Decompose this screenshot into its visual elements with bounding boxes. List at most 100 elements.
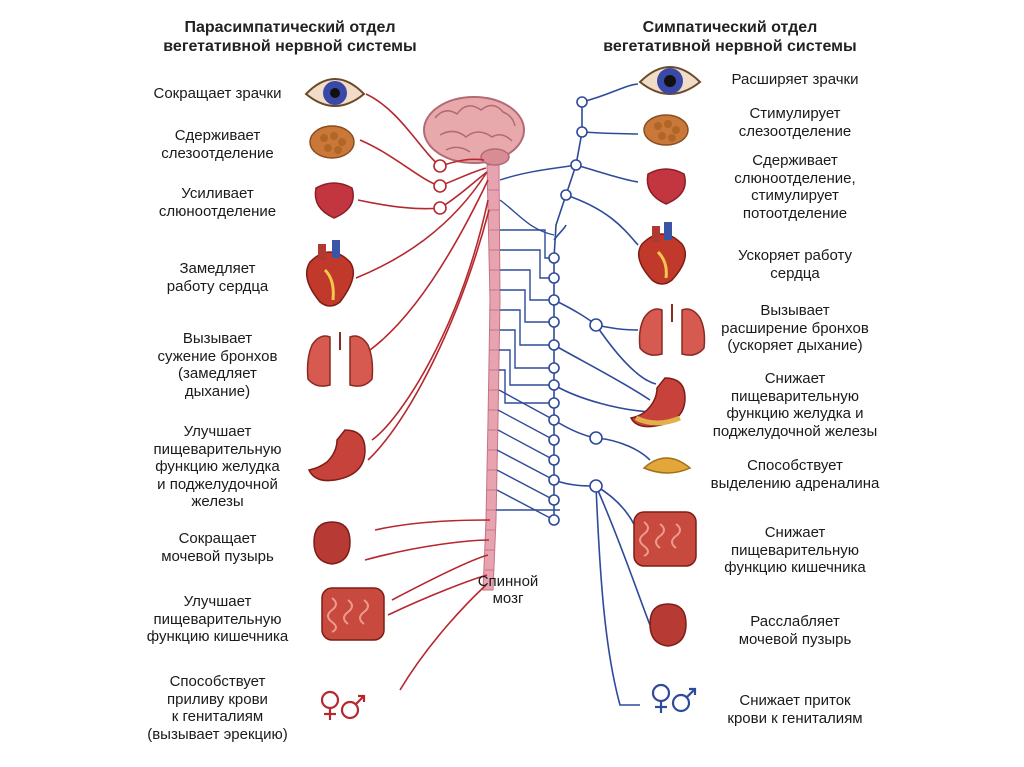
label-line: Спинной xyxy=(477,573,539,590)
spinal-cord xyxy=(482,164,501,591)
right-intestine-icon xyxy=(633,511,697,567)
title-line: Симпатический отдел xyxy=(642,19,818,36)
label-line: Снижает xyxy=(764,370,826,387)
label-line: функцию желудка и xyxy=(726,405,864,422)
left-lacrimal-gland-icon xyxy=(309,125,355,159)
label-line: дыхание) xyxy=(184,382,251,400)
title-line: вегетативной нервной системы xyxy=(163,38,417,55)
left-lungs-icon xyxy=(306,332,374,387)
label-line: Снижает xyxy=(764,524,826,541)
label-line: (ускоряет дыхание) xyxy=(727,337,863,354)
parasympathetic-nerves xyxy=(355,93,491,691)
label-line: Вызывает xyxy=(182,330,253,347)
right-heart-icon xyxy=(637,222,687,285)
label-line: пищеварительную xyxy=(153,610,282,628)
parasympathetic-title: Парасимпатический отдел вегетативной нер… xyxy=(140,18,440,56)
label-line: Способствует xyxy=(169,673,266,690)
left-heart-icon xyxy=(305,240,355,307)
label-line: стимулирует xyxy=(751,187,839,204)
label-line: Расслабляет xyxy=(750,613,840,630)
right-eye-icon xyxy=(638,66,702,95)
label-line: слюноотделение xyxy=(158,202,277,220)
sympathetic-nerves xyxy=(553,83,657,706)
label-line: мочевой пузырь xyxy=(738,630,852,648)
label-line: слюноотделение, xyxy=(734,169,856,187)
label-constricts-pupils: Сокращает зрачки xyxy=(130,85,305,103)
label-line: к гениталиям xyxy=(171,708,264,725)
label-line: Способствует xyxy=(747,457,843,474)
label-line: поджелудочной железы xyxy=(712,422,878,440)
right-adrenal-gland-icon xyxy=(642,457,692,474)
label-line: сердца xyxy=(770,264,820,282)
label-line: приливу крови xyxy=(167,690,268,708)
label-line: Снижает приток xyxy=(739,692,851,709)
label-line: пищеварительную xyxy=(730,541,860,559)
label-line: сужение бронхов xyxy=(157,347,278,365)
right-lacrimal-gland-icon xyxy=(643,114,689,146)
label-line: функцию желудка xyxy=(155,458,280,475)
label-line: Усиливает xyxy=(181,185,254,202)
label-line: слезоотделение xyxy=(161,144,274,162)
label-line: слезоотделение xyxy=(738,122,852,140)
label-line: функцию кишечника xyxy=(146,628,289,645)
label-line: мочевой пузырь xyxy=(161,547,274,565)
label-line: расширение бронхов xyxy=(721,319,869,337)
label-line: работу сердца xyxy=(166,277,269,295)
label-line: Сокращает xyxy=(178,530,257,547)
right-stomach-icon xyxy=(629,377,686,428)
label-line: железы xyxy=(191,493,244,510)
left-eye-icon xyxy=(304,78,366,107)
right-salivary-gland-icon xyxy=(646,168,686,205)
label-line: (вызывает эрекцию) xyxy=(147,725,288,743)
label-line: потоотделение xyxy=(742,204,848,222)
right-lungs-icon xyxy=(638,304,706,356)
right-bladder-icon xyxy=(649,603,687,647)
sympathetic-title: Симпатический отдел вегетативной нервной… xyxy=(580,18,880,56)
label-line: пищеварительную xyxy=(153,440,282,458)
label-line: крови к гениталиям xyxy=(727,709,863,727)
label-line: пищеварительную xyxy=(730,387,860,405)
title-line: Парасимпатический отдел xyxy=(184,19,396,36)
label-line: Стимулирует xyxy=(749,105,841,122)
label-line: выделению адреналина xyxy=(710,474,880,492)
left-intestine-icon xyxy=(321,587,385,641)
label-line: (замедляет xyxy=(178,365,257,382)
label-line: и поджелудочной xyxy=(157,475,278,493)
left-salivary-gland-icon xyxy=(314,182,354,219)
label-line: Улучшает xyxy=(183,423,252,440)
label-line: Вызывает xyxy=(760,302,830,319)
brain-icon xyxy=(423,96,525,166)
label-line: функцию кишечника xyxy=(724,559,866,576)
label-line: Сокращает зрачки xyxy=(153,85,282,102)
label-line: Замедляет xyxy=(179,260,256,277)
label-line: Ускоряет работу xyxy=(737,247,853,264)
label-line: Расширяет зрачки xyxy=(731,71,859,88)
left-bladder-icon xyxy=(313,521,351,565)
left-genitals-icon xyxy=(320,690,366,720)
label-dilates-pupils: Расширяет зрачки xyxy=(700,71,890,89)
right-genitals-icon xyxy=(651,683,697,713)
label-line: Улучшает xyxy=(183,593,252,610)
title-line: вегетативной нервной системы xyxy=(603,38,857,55)
left-stomach-icon xyxy=(307,429,366,482)
